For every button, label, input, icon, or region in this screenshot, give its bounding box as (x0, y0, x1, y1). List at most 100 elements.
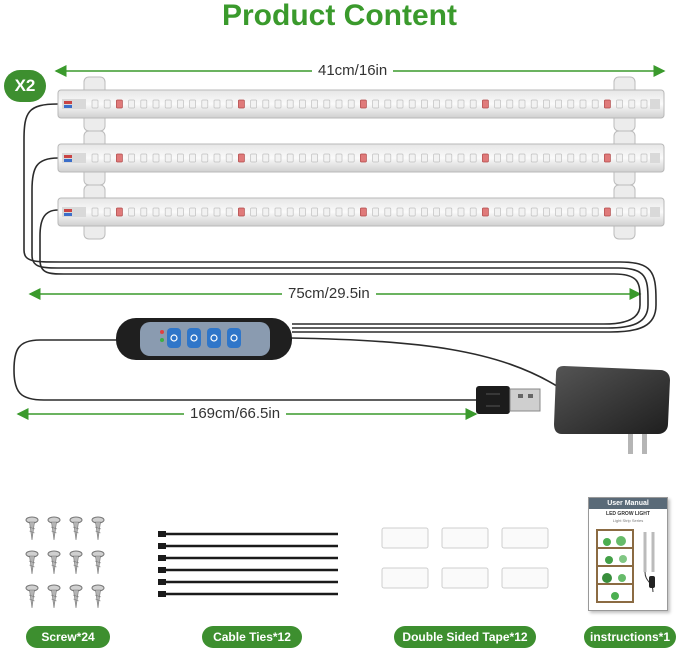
white-led-chip (396, 207, 404, 217)
page-title: Product Content (222, 0, 457, 32)
screw-icon (25, 516, 39, 541)
dimmer-button (227, 328, 241, 348)
red-led-chip (116, 99, 123, 109)
white-led-chip (323, 207, 331, 217)
white-led-chip (250, 99, 257, 109)
white-led-chip (299, 153, 306, 163)
white-led-chip (494, 153, 501, 163)
white-led-chip (506, 207, 514, 217)
white-led-chip (286, 99, 294, 109)
usb-cable-length-label: 169cm/66.5in (184, 405, 287, 423)
white-led-chip (457, 207, 465, 217)
screw-icon (91, 550, 105, 575)
white-led-chip (433, 99, 440, 109)
white-led-chip (506, 153, 514, 163)
white-led-chip (628, 207, 636, 217)
cable-tie-icon (158, 591, 338, 597)
cable-tie-icon (158, 531, 338, 537)
white-led-chip (311, 153, 318, 163)
white-led-chip (274, 207, 282, 217)
white-led-chip (189, 99, 196, 109)
white-led-chip (616, 153, 623, 163)
white-led-chip (140, 207, 148, 217)
screw-icon (25, 584, 39, 609)
red-led-chip (360, 207, 367, 217)
power-button (167, 328, 181, 348)
white-led-chip (445, 99, 453, 109)
white-led-chip (286, 207, 294, 217)
white-led-chip (347, 99, 355, 109)
cable-ties (158, 531, 338, 597)
white-led-chip (421, 207, 428, 217)
screw-icon (47, 584, 61, 609)
white-led-chip (616, 99, 623, 109)
white-led-chip (445, 207, 453, 217)
white-led-chip (543, 207, 550, 217)
white-led-chip (616, 207, 623, 217)
mode-button (187, 328, 201, 348)
white-led-chip (128, 207, 135, 217)
white-led-chip (457, 99, 465, 109)
screw-icon (69, 584, 83, 609)
white-led-chip (201, 153, 209, 163)
instruction-manual: User Manual LED GROW LIGHT Light Strip S… (588, 497, 668, 611)
white-led-chip (384, 99, 392, 109)
white-led-chip (91, 153, 99, 163)
white-led-chip (543, 153, 550, 163)
white-led-chip (445, 153, 453, 163)
red-led-chip (482, 207, 489, 217)
white-led-chip (164, 207, 172, 217)
white-led-chip (640, 153, 648, 163)
white-led-chip (628, 99, 636, 109)
cable-tie-icon (158, 543, 338, 549)
screw-icon (47, 550, 61, 575)
white-led-chip (567, 207, 575, 217)
white-led-chip (628, 153, 636, 163)
double-sided-tape-label: Double Sided Tape*12 (394, 626, 536, 648)
white-led-chip (640, 207, 648, 217)
screw-icon (69, 550, 83, 575)
usb-plug (476, 386, 541, 414)
screws-label: Screw*24 (26, 626, 110, 648)
red-led-chip (482, 99, 489, 109)
white-led-chip (433, 153, 440, 163)
white-led-chip (530, 99, 538, 109)
white-led-chip (421, 153, 428, 163)
screw-icon (91, 584, 105, 609)
extension-cable-length-label: 75cm/29.5in (282, 285, 376, 303)
white-led-chip (408, 207, 416, 217)
white-led-chip (177, 153, 184, 163)
white-led-chip (335, 99, 343, 109)
white-led-chip (591, 207, 599, 217)
white-led-chip (567, 99, 575, 109)
white-led-chip (640, 99, 648, 109)
white-led-chip (579, 99, 587, 109)
white-led-chip (225, 207, 233, 217)
white-led-chip (128, 99, 135, 109)
white-led-chip (152, 207, 160, 217)
white-led-chip (372, 153, 379, 163)
white-led-chip (469, 207, 477, 217)
white-led-chip (396, 99, 404, 109)
white-led-chip (189, 153, 196, 163)
white-led-chip (384, 207, 392, 217)
manual-subtitle: LED GROW LIGHT (606, 511, 650, 517)
white-led-chip (140, 153, 148, 163)
white-led-chip (506, 99, 514, 109)
white-led-chip (567, 153, 575, 163)
white-led-chip (421, 99, 428, 109)
white-led-chip (347, 153, 355, 163)
white-led-chip (469, 153, 477, 163)
white-led-chip (494, 99, 501, 109)
screw-icon (25, 550, 39, 575)
white-led-chip (518, 99, 526, 109)
cable-ties-label: Cable Ties*12 (202, 626, 302, 648)
white-led-chip (396, 153, 404, 163)
white-led-chip (274, 153, 282, 163)
white-led-chip (372, 207, 379, 217)
white-led-chip (91, 207, 99, 217)
white-led-chip (128, 153, 135, 163)
white-led-chip (299, 207, 306, 217)
white-led-chip (262, 99, 270, 109)
